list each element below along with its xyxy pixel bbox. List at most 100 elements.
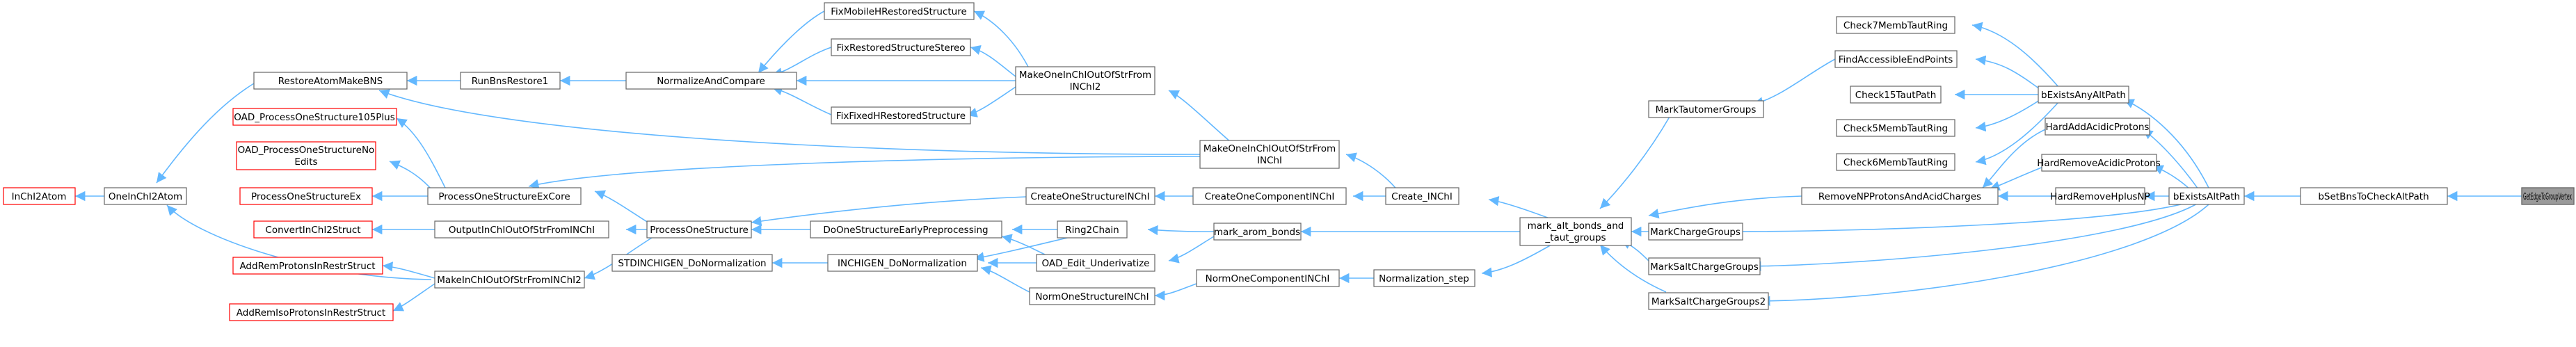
node-label: OAD_ProcessOneStructure105Plus	[234, 112, 395, 123]
node-label: MakeInChIOutOfStrFromINChI2	[437, 275, 581, 286]
node-label: FixFixedHRestoredStructure	[836, 111, 966, 122]
node-bexistsaltpath[interactable]: bExistsAltPath	[2168, 187, 2245, 205]
node-normalization-step[interactable]: Normalization_step	[1373, 269, 1475, 287]
edge-makeoneinchi-restoreatom	[378, 89, 1201, 155]
node-marksaltchargegroups2[interactable]: MarkSaltChargeGroups2	[1648, 292, 1769, 310]
node-label: Normalization_step	[1379, 273, 1469, 284]
node-findaccessibleendpoints[interactable]: FindAccessibleEndPoints	[1834, 50, 1958, 68]
edge-makeinchi2-oneinchi2atom	[166, 204, 432, 280]
node-mark-alt-bonds-and-taut-groups[interactable]: mark_alt_bonds_and _taut_groups	[1519, 217, 1632, 246]
node-hardaddacidicprotons[interactable]: HardAddAcidicProtons	[2045, 118, 2150, 136]
node-outputinchioutofstrfrominchi[interactable]: OutputInChIOutOfStrFromINChI	[434, 220, 609, 239]
edge-makeoneinchi-makeoneinchi2	[1168, 90, 1232, 143]
node-label: DoOneStructureEarlyPreprocessing	[823, 225, 988, 236]
node-label: STDINCHIGEN_DoNormalization	[618, 258, 766, 269]
node-label: Check7MembTautRing	[1843, 20, 1948, 31]
node-check6membtautring[interactable]: Check6MembTautRing	[1836, 153, 1955, 171]
node-normonestructureinchi[interactable]: NormOneStructureINChI	[1029, 287, 1155, 305]
node-label: OutputInChIOutOfStrFromINChI	[449, 225, 595, 236]
node-oad-processonestructurenoedits[interactable]: OAD_ProcessOneStructureNo Edits	[236, 141, 376, 170]
node-label: FindAccessibleEndPoints	[1839, 54, 1953, 65]
node-label-line2: INChI	[1257, 155, 1282, 166]
node-label: HardAddAcidicProtons	[2046, 122, 2150, 133]
node-oad-edit-underivatize[interactable]: OAD_Edit_Underivatize	[1036, 254, 1155, 272]
node-label-line1: OAD_ProcessOneStructureNo	[238, 145, 375, 156]
edge-bexistsaltpath-bexistsany	[2123, 99, 2209, 188]
node-check7membtautring[interactable]: Check7MembTautRing	[1836, 16, 1955, 34]
node-normonecomponentinchi[interactable]: NormOneComponentINChI	[1196, 269, 1340, 287]
node-oneinchi2atom[interactable]: OneInChI2Atom	[104, 187, 187, 205]
node-label: Check6MembTautRing	[1843, 157, 1948, 168]
edge-bexistsany-check7	[1971, 22, 2060, 88]
node-inchi2atom[interactable]: InChI2Atom	[3, 187, 76, 205]
node-addremprotonsinrestrstruct[interactable]: AddRemProtonsInRestrStruct	[232, 257, 383, 275]
node-check5membtautring[interactable]: Check5MembTautRing	[1836, 119, 1955, 137]
node-markchargegroups[interactable]: MarkChargeGroups	[1648, 223, 1743, 241]
node-addremisoprotonsinrestrstruct[interactable]: AddRemIsoProtonsInRestrStruct	[229, 303, 394, 321]
node-dooneearlypreprocessing[interactable]: DoOneStructureEarlyPreprocessing	[810, 220, 1002, 239]
node-fixfixedhrestoredstructure[interactable]: FixFixedHRestoredStructure	[831, 106, 971, 124]
edge-hardadd-removenp	[1982, 126, 2053, 188]
edge-fixmobile-normalizecompare	[758, 10, 825, 74]
node-removenpprotonsandacidcharges[interactable]: RemoveNPProtonsAndAcidCharges	[1801, 187, 1999, 205]
node-label-line2: _taut_groups	[1544, 232, 1606, 243]
node-processonestructureexcore[interactable]: ProcessOneStructureExCore	[427, 187, 582, 205]
node-label-line2: INChI2	[1070, 81, 1101, 92]
node-bexistsanyaltpath[interactable]: bExistsAnyAltPath	[2038, 86, 2129, 104]
edge-fixstereo-normalizecompare	[771, 47, 832, 78]
node-restoreatommakebns[interactable]: RestoreAtomMakeBNS	[253, 72, 408, 90]
node-createonecomponentinchi[interactable]: CreateOneComponentINChI	[1192, 187, 1347, 205]
node-oad-processonestructure105plus[interactable]: OAD_ProcessOneStructure105Plus	[232, 108, 397, 126]
node-marktautomergroups[interactable]: MarkTautomerGroups	[1648, 100, 1764, 118]
node-label: Ring2Chain	[1065, 225, 1119, 236]
node-label: OneInChI2Atom	[109, 191, 182, 202]
node-mark-arom-bonds[interactable]: mark_arom_bonds	[1213, 223, 1302, 241]
node-label: ProcessOneStructure	[650, 225, 749, 236]
node-makeoneinchioutofstrfrominchi2[interactable]: MakeOneInChIOutOfStrFrom INChI2	[1015, 66, 1155, 95]
node-label: MarkSaltChargeGroups2	[1651, 296, 1766, 307]
edge-makeinchi2-addremiso	[392, 283, 435, 312]
node-label: NormOneComponentINChI	[1206, 273, 1330, 284]
node-processonestructure[interactable]: ProcessOneStructure	[646, 220, 752, 239]
edge-createonestruct-processone	[751, 196, 1027, 227]
node-getedgetogroupvertex[interactable]: GetEdgeToGroupVertex	[2521, 187, 2575, 205]
node-create-inchi[interactable]: Create_INChI	[1385, 187, 1459, 205]
node-ring2chain[interactable]: Ring2Chain	[1057, 220, 1128, 239]
node-stdinchigen-donormalization[interactable]: STDINCHIGEN_DoNormalization	[611, 254, 773, 272]
node-label: INCHIGEN_DoNormalization	[838, 258, 967, 269]
node-label: Check5MembTautRing	[1843, 123, 1948, 134]
node-makeinchioutofstrfrominchi2[interactable]: MakeInChIOutOfStrFromINChI2	[434, 271, 585, 289]
node-hardremoveacidicprotons[interactable]: HardRemoveAcidicProtons	[2037, 154, 2161, 172]
node-createonestructureinchi[interactable]: CreateOneStructureINChI	[1025, 187, 1155, 205]
node-bsetbnstocheckaltpath[interactable]: bSetBnsToCheckAltPath	[2300, 187, 2448, 205]
edge-bexistsaltpath-marksalt2	[1759, 204, 2209, 306]
node-check15tautpath[interactable]: Check15TautPath	[1850, 86, 1942, 104]
edge-makeinchi2-addremprotons	[382, 261, 435, 279]
edge-marktautomer-markalt	[1599, 116, 1670, 209]
node-label: FixRestoredStructureStereo	[836, 42, 965, 54]
node-hardremovehplusnp[interactable]: HardRemoveHplusNP	[2050, 187, 2150, 205]
node-convertinchi2struct[interactable]: ConvertInChI2Struct	[253, 220, 373, 239]
node-label: mark_arom_bonds	[1214, 227, 1300, 238]
edge-bexistsaltpath-marksalt	[1750, 202, 2199, 271]
node-marksaltchargegroups[interactable]: MarkSaltChargeGroups	[1648, 257, 1761, 275]
node-label: MarkTautomerGroups	[1656, 104, 1757, 115]
node-inchigen-donormalization[interactable]: INCHIGEN_DoNormalization	[827, 254, 978, 272]
node-runbnsrestore1[interactable]: RunBnsRestore1	[460, 72, 561, 90]
node-label: MarkSaltChargeGroups	[1650, 261, 1759, 273]
edge-bexistsaltpath-markcharge	[1731, 201, 2192, 237]
node-makeoneinchioutofstrfrominchi[interactable]: MakeOneInChIOutOfStrFrom INChI	[1199, 140, 1340, 169]
node-processonestructureex[interactable]: ProcessOneStructureEx	[239, 187, 373, 205]
node-fixrestoredstructurestereo[interactable]: FixRestoredStructureStereo	[831, 38, 971, 56]
node-fixmobilehrestoredstructure[interactable]: FixMobileHRestoredStructure	[824, 2, 975, 20]
edge-bexistsany-findaccessible	[1975, 55, 2042, 91]
edge-markarom-oadedit	[1168, 236, 1215, 264]
node-label: FixMobileHRestoredStructure	[831, 6, 967, 17]
node-label: HardRemoveAcidicProtons	[2037, 158, 2161, 169]
edge-removenp-markalt	[1648, 195, 1802, 219]
edge-fixfixedh-normalizecompare	[771, 86, 832, 115]
node-label: Create_INChI	[1391, 191, 1453, 202]
node-normalizeandcompare[interactable]: NormalizeAndCompare	[625, 72, 797, 90]
edge-markalt-createinchi	[1488, 196, 1552, 220]
